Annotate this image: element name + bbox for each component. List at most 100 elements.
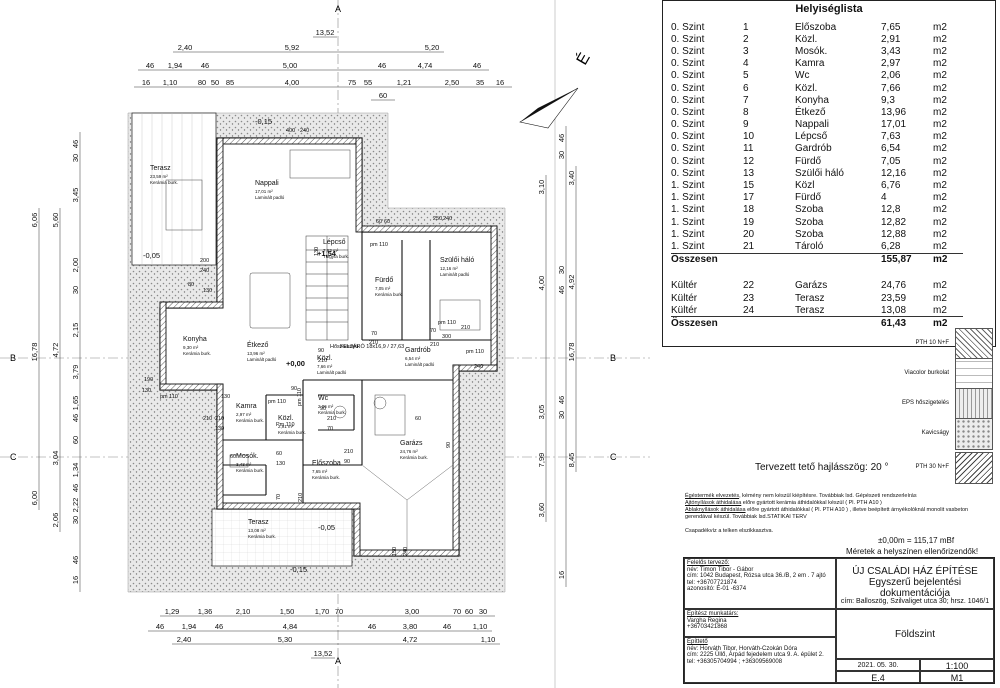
dimension-label: 4,00 bbox=[537, 276, 546, 291]
room-area: 2,91 m² bbox=[278, 424, 294, 429]
room-level: 0. Szint bbox=[671, 94, 705, 106]
total-unit: m2 bbox=[933, 316, 963, 330]
room-area: 12,82 bbox=[881, 216, 907, 228]
material-legend-item: PTH 30 N+F bbox=[855, 452, 995, 484]
dimension-label: 2,50 bbox=[445, 78, 460, 87]
room-unit: m2 bbox=[933, 292, 947, 304]
room-no: 7 bbox=[743, 94, 749, 106]
room-area: 7,66 bbox=[881, 82, 901, 94]
dimension-label: 30 bbox=[557, 151, 566, 159]
room-area: 7,65 m² bbox=[312, 469, 328, 474]
room-area: 12,8 bbox=[881, 204, 901, 216]
dimension-label: 16 bbox=[496, 78, 504, 87]
room-unit: m2 bbox=[933, 280, 947, 292]
dimension-label: 4,84 bbox=[283, 622, 298, 631]
room-name: Szoba bbox=[795, 204, 824, 216]
room-name: Kamra bbox=[795, 58, 825, 70]
opening-mark: 130 bbox=[221, 394, 230, 400]
opening-mark: 210 bbox=[344, 449, 353, 455]
room-unit: m2 bbox=[933, 106, 947, 118]
room-finish: Laminált padló bbox=[440, 272, 470, 277]
room-name: Szülői háló bbox=[440, 257, 474, 264]
room-no: 2 bbox=[743, 33, 749, 45]
opening-mark: 70 bbox=[371, 331, 377, 337]
opening-mark: 210 bbox=[318, 358, 327, 364]
dimension-label: 1,50 bbox=[280, 607, 295, 616]
room-level: 1. Szint bbox=[671, 228, 705, 240]
total-unit: m2 bbox=[933, 252, 963, 266]
dimension-label: 13,52 bbox=[314, 649, 333, 658]
dimension-label: 4,92 bbox=[567, 275, 576, 290]
opening-mark: 210 bbox=[203, 416, 212, 422]
opening-mark: 130 bbox=[276, 461, 285, 467]
room-unit: m2 bbox=[933, 70, 947, 82]
room-area: 2,06 m² bbox=[318, 404, 334, 409]
opening-mark: 90 bbox=[320, 406, 326, 412]
room-area: 6,28 bbox=[881, 240, 901, 252]
dimension-label: 35 bbox=[476, 78, 484, 87]
room-finish: Laminált padló bbox=[247, 357, 277, 362]
tb-associate: Építész munkatárs: Vargha Regina +367034… bbox=[684, 609, 836, 637]
room-name: Tároló bbox=[795, 240, 824, 252]
dimension-label: 13,52 bbox=[316, 28, 335, 37]
room-level: 0. Szint bbox=[671, 82, 705, 94]
room-name: Fürdő bbox=[795, 192, 822, 204]
dimension-label: 1,70 bbox=[315, 607, 330, 616]
opening-mark: 240 bbox=[443, 216, 452, 222]
material-legend-item: Kavicságy bbox=[855, 418, 995, 450]
room-name: Terasz bbox=[795, 292, 825, 304]
room-name: Gardrób bbox=[405, 347, 431, 354]
room-no: 17 bbox=[743, 192, 755, 204]
room-area: 17,01 bbox=[881, 119, 907, 131]
room-no: 9 bbox=[743, 119, 749, 131]
dimension-label: 1,21 bbox=[397, 78, 412, 87]
opening-mark: 90 bbox=[318, 348, 324, 354]
dimension-label: 2,06 bbox=[51, 513, 60, 528]
dimension-label: 46 bbox=[557, 286, 566, 294]
opening-mark: Pm 110 bbox=[276, 422, 295, 428]
opening-mark: 60 bbox=[276, 451, 282, 457]
dimension-label: 46 bbox=[378, 61, 386, 70]
opening-mark: 130 bbox=[314, 247, 320, 256]
section-b-right: B bbox=[610, 353, 616, 363]
material-swatch bbox=[955, 358, 993, 390]
room-level: 0. Szint bbox=[671, 119, 705, 131]
opening-mark: 80 bbox=[188, 282, 194, 288]
room-unit: m2 bbox=[933, 21, 947, 33]
room-no: 8 bbox=[743, 106, 749, 118]
dimension-label: 6,06 bbox=[30, 213, 39, 228]
dimension-label: 16 bbox=[71, 576, 80, 584]
dimension-label: 4,72 bbox=[51, 343, 60, 358]
dimension-label: 55 bbox=[364, 78, 372, 87]
room-level: 1. Szint bbox=[671, 180, 705, 192]
room-name: Közl. bbox=[795, 82, 818, 94]
dimension-label: 4,72 bbox=[403, 635, 418, 644]
room-unit: m2 bbox=[933, 143, 947, 155]
room-no: 18 bbox=[743, 204, 755, 216]
dimension-label: 60 bbox=[379, 91, 387, 100]
dimension-label: 4,74 bbox=[418, 61, 433, 70]
opening-mark: 130 bbox=[142, 388, 151, 394]
room-finish: Laminált padló bbox=[405, 362, 435, 367]
room-area: 13,08 m² bbox=[248, 528, 266, 533]
room-name: Garázs bbox=[400, 440, 423, 447]
dimension-label: 50 bbox=[211, 78, 219, 87]
dimension-label: 30 bbox=[71, 516, 80, 524]
room-name: Nappali bbox=[255, 180, 279, 187]
dimension-check-note: Méretek a helyszínen ellenőrizendők! bbox=[846, 547, 979, 556]
room-no: 24 bbox=[743, 304, 755, 316]
room-area: 2,97 bbox=[881, 58, 901, 70]
dimension-label: 2,22 bbox=[71, 498, 80, 513]
opening-mark: pm 110 bbox=[297, 388, 303, 406]
room-unit: m2 bbox=[933, 33, 947, 45]
room-name: Wc bbox=[795, 70, 810, 82]
opening-mark: 70 bbox=[276, 494, 282, 500]
